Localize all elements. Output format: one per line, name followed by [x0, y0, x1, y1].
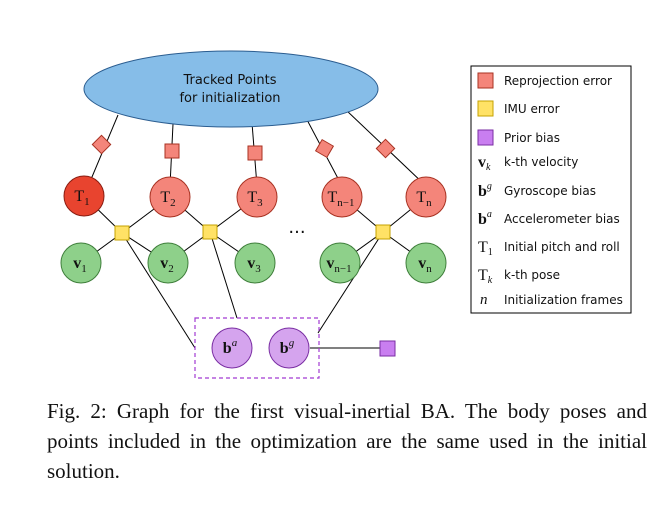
pose-sub: 2 [170, 197, 176, 209]
imu-factor [202, 224, 218, 240]
pose-base: T [247, 189, 257, 206]
bias-base: b [280, 340, 289, 357]
velocity-node: v1 [60, 242, 102, 284]
bias-node: ba [211, 327, 253, 369]
velocity-sub: 2 [168, 263, 174, 275]
legend-label: Initial pitch and roll [504, 240, 620, 254]
velocity-node-group: v1 v2 v3 vn−1 vn [60, 242, 447, 284]
bias-base: b [223, 340, 232, 357]
svg-text:vn: vn [418, 255, 432, 275]
velocity-base: v [326, 255, 334, 272]
reprojection-factor [247, 145, 263, 161]
velocity-base: v [73, 255, 81, 272]
reprojection-factor [375, 138, 396, 159]
pose-sub: n−1 [337, 197, 354, 209]
edge [121, 232, 196, 349]
reprojection-factor [91, 134, 112, 155]
legend-frames-symbol: n [480, 292, 488, 308]
svg-text:T2: T2 [160, 189, 175, 209]
pose-node: Tn−1 [321, 176, 363, 218]
reprojection-factor [164, 143, 180, 159]
legend-purple-square-icon [477, 129, 494, 146]
prior-factor [379, 340, 396, 357]
legend-label: Initialization frames [504, 293, 623, 307]
pose-sub: 3 [257, 197, 263, 209]
legend: Reprojection error IMU error Prior bias … [470, 65, 632, 314]
legend-label: IMU error [504, 102, 560, 116]
velocity-node: vn [405, 242, 447, 284]
pose-sub: 1 [84, 196, 90, 208]
pose-node: T2 [149, 176, 191, 218]
edge [317, 231, 384, 334]
bias-sup: a [232, 337, 238, 349]
edge [209, 231, 238, 319]
legend-label: k-th pose [504, 268, 560, 282]
legend-label: Accelerometer bias [504, 212, 620, 226]
legend-label: Reprojection error [504, 74, 612, 88]
velocity-node: vn−1 [319, 242, 361, 284]
velocity-sub: n [426, 263, 432, 275]
bias-sup: g [289, 337, 295, 349]
pose-node: T3 [236, 176, 278, 218]
reprojection-factor [314, 138, 335, 159]
imu-factor [375, 224, 391, 240]
pose-base: T [160, 189, 170, 206]
svg-text:v3: v3 [247, 255, 261, 275]
velocity-sub: 3 [255, 263, 261, 275]
svg-text:v1: v1 [73, 255, 87, 275]
pose-base: T [328, 189, 338, 206]
legend-label: Gyroscope bias [504, 184, 596, 198]
svg-text:T1: T1 [74, 188, 89, 208]
svg-text:bg: bg [280, 337, 295, 357]
reprojection-factor-group [91, 134, 396, 161]
svg-text:ba: ba [223, 337, 238, 357]
imu-factor-group [114, 224, 391, 241]
pose-node-group: T1 T2 T3 Tn−1 Tn [63, 175, 447, 218]
bias-node: bg [268, 327, 310, 369]
legend-yellow-square-icon [477, 100, 494, 117]
ellipsis: ... [288, 217, 305, 238]
legend-frame [470, 65, 632, 314]
velocity-sub: 1 [81, 263, 87, 275]
legend-label: k-th velocity [504, 155, 578, 169]
svg-text:Tn−1: Tn−1 [328, 189, 355, 209]
pose-base: T [416, 189, 426, 206]
svg-text:T3: T3 [247, 189, 263, 209]
svg-text:Tn: Tn [416, 189, 432, 209]
velocity-base: v [247, 255, 255, 272]
bias-group-box [194, 317, 320, 379]
pose-node: T1 [63, 175, 105, 217]
svg-text:vn−1: vn−1 [326, 255, 351, 275]
pose-base: T [74, 188, 84, 205]
figure-caption: Fig. 2: Graph for the first visual-inert… [47, 399, 647, 483]
velocity-node: v2 [147, 242, 189, 284]
factor-graph: Tracked Points for initialization T1 T2 … [60, 50, 632, 379]
imu-factor [114, 225, 130, 241]
pose-node: Tn [405, 176, 447, 218]
tracked-points-label-line1: Tracked Points [183, 73, 277, 88]
velocity-base: v [418, 255, 426, 272]
tracked-points-ellipse [83, 50, 379, 128]
pose-sub: n [426, 197, 432, 209]
legend-red-square-icon [477, 72, 494, 89]
tracked-points-label-line2: for initialization [179, 91, 280, 106]
legend-label: Prior bias [504, 131, 560, 145]
svg-text:v2: v2 [160, 255, 174, 275]
velocity-sub: n−1 [334, 263, 351, 275]
velocity-node: v3 [234, 242, 276, 284]
velocity-base: v [160, 255, 168, 272]
